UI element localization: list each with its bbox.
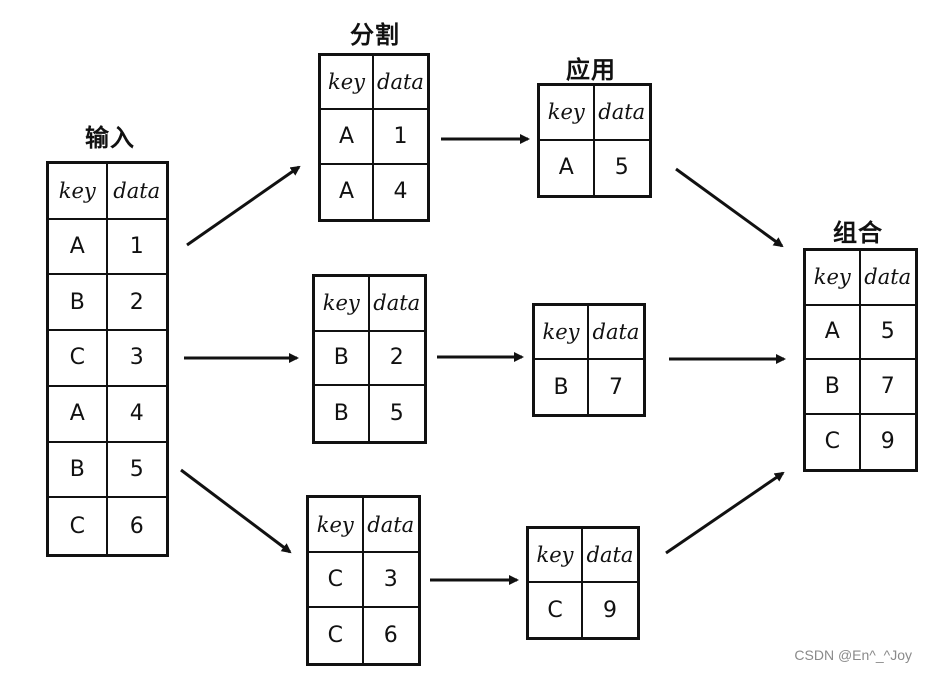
cell-data: 6 — [129, 513, 144, 539]
cell-key: A — [49, 386, 108, 443]
header-data: data — [594, 86, 649, 141]
cell-key: A — [806, 305, 861, 360]
arrow-input-to-split-a — [186, 165, 301, 247]
cell-key: C — [49, 331, 108, 387]
header-data: data — [369, 277, 424, 332]
cell-data: 6 — [383, 623, 398, 648]
cell-key: C — [309, 608, 364, 663]
input-label: 输入 — [85, 124, 135, 152]
header-key: key — [315, 277, 370, 332]
combine-label: 组合 — [833, 219, 883, 247]
split-label: 分割 — [350, 21, 400, 49]
cell-key: C — [309, 553, 364, 608]
cell-data: 2 — [369, 332, 424, 387]
cell-key: B — [806, 360, 861, 415]
arrow-input-to-split-c — [180, 468, 292, 554]
cell-key: C — [49, 498, 108, 554]
header-data: data — [589, 306, 643, 360]
header-key: key — [535, 306, 589, 360]
header-key: key — [540, 86, 595, 141]
cell-key: B — [315, 331, 370, 387]
apply-label: 应用 — [566, 56, 616, 84]
header-key: key — [529, 529, 583, 583]
header-data: data — [374, 56, 427, 111]
cell-key: B — [315, 386, 370, 441]
cell-data: 2 — [107, 275, 166, 332]
cell-key: C — [806, 414, 861, 469]
cell-key: A — [321, 164, 374, 219]
cell-data: 5 — [614, 155, 629, 181]
header-key: key — [309, 498, 364, 553]
header-data: data — [107, 164, 166, 220]
header-data: data — [363, 498, 418, 553]
cell-key: A — [540, 140, 595, 195]
cell-data: 5 — [389, 401, 404, 427]
header-data: data — [583, 529, 637, 583]
cell-data: 1 — [374, 110, 427, 165]
cell-data: 5 — [860, 306, 915, 360]
arrow-apply-a-to-combine — [675, 167, 784, 248]
cell-data: 3 — [363, 553, 418, 608]
header-data: data — [860, 251, 915, 306]
cell-key: A — [321, 110, 374, 165]
cell-data: 5 — [107, 443, 166, 499]
arrow-apply-c-to-combine — [665, 471, 785, 555]
cell-key: A — [49, 219, 108, 276]
cell-key: B — [49, 442, 108, 499]
header-key: key — [806, 251, 861, 306]
header-key: key — [49, 164, 108, 220]
cell-data: 1 — [107, 220, 166, 276]
cell-data: 4 — [107, 387, 166, 443]
cell-key: C — [529, 583, 583, 637]
cell-key: B — [49, 275, 108, 332]
cell-data: 7 — [609, 374, 623, 400]
cell-data: 9 — [603, 597, 617, 623]
cell-data: 3 — [107, 331, 166, 387]
cell-data: 7 — [860, 360, 915, 415]
watermark: CSDN @En^_^Joy — [794, 647, 912, 663]
cell-data: 4 — [393, 179, 408, 205]
cell-data: 9 — [880, 429, 895, 455]
cell-key: B — [535, 360, 589, 414]
header-key: key — [321, 56, 374, 111]
